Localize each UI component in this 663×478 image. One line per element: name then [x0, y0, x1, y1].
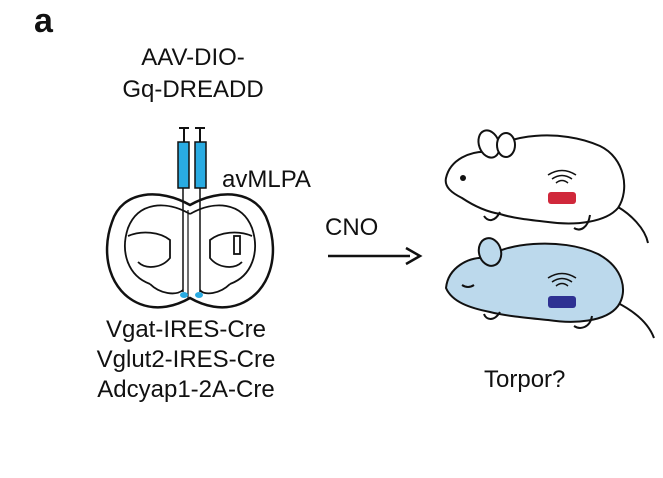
virus-label-line2: Gq-DREADD — [122, 76, 264, 103]
injection-site-right — [195, 292, 203, 298]
mouse-line-label: Adcyap1-2A-Cre — [97, 376, 275, 403]
probe-cold — [548, 296, 576, 308]
syringe-right — [194, 141, 207, 189]
treatment-arrow — [328, 246, 423, 266]
virus-label-line1: AAV-DIO- — [141, 44, 245, 71]
target-region-label: avMLPA — [222, 166, 311, 193]
injection-needles — [177, 127, 207, 292]
panel-label: a — [34, 2, 53, 40]
syringe-left — [177, 141, 190, 189]
outcome-label: Torpor? — [484, 366, 566, 393]
treatment-label: CNO — [325, 214, 379, 241]
probe-warm — [548, 192, 576, 204]
mouse-line-label: Vgat-IRES-Cre — [105, 316, 267, 343]
injection-site-left — [180, 292, 188, 298]
torpid-mouse — [444, 237, 655, 339]
awake-mouse — [444, 129, 649, 244]
wireless-signal-icon — [547, 169, 577, 184]
wireless-signal-icon — [547, 272, 577, 287]
brain-section — [105, 193, 275, 309]
mouse-line-label: Vglut2-IRES-Cre — [96, 346, 276, 373]
